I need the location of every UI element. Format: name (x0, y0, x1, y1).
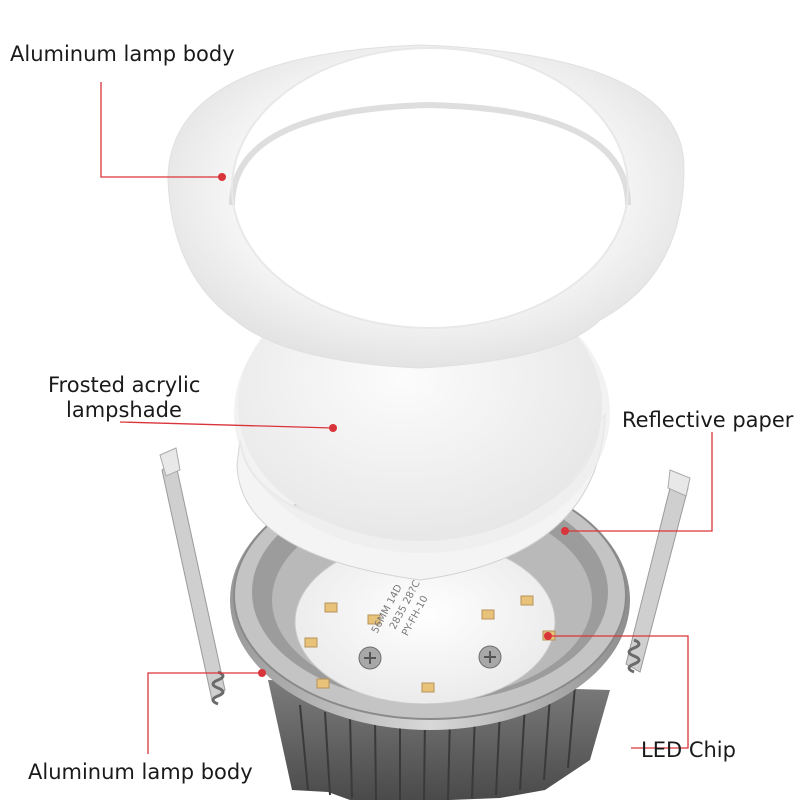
leader-line-reflective (565, 432, 713, 532)
leader-line-top-body (100, 82, 222, 178)
leader-line-lampshade (119, 421, 334, 429)
label-line: Frosted acrylic (48, 373, 201, 397)
spring-clip-left (159, 447, 226, 706)
led-chip (316, 678, 330, 689)
leader-dot-top-body (218, 173, 226, 181)
leader-line-bottom-body (147, 672, 262, 754)
leader-dot-reflective (561, 527, 569, 535)
led-chip (421, 682, 435, 693)
leader-lines (100, 82, 713, 754)
leader-dots (218, 173, 569, 677)
label-led-chip: LED Chip (641, 738, 736, 762)
label-aluminum-lamp-body-bottom: Aluminum lamp body (28, 760, 253, 784)
leader-dot-led (544, 632, 552, 640)
label-aluminum-lamp-body-top: Aluminum lamp body (10, 42, 235, 66)
led-chip (367, 614, 381, 625)
led-chip (324, 602, 338, 613)
label-line: lampshade (66, 398, 182, 422)
led-chip (481, 609, 495, 620)
led-pcb: 2835 28?C PY-FH-10 56MM 14D (294, 539, 556, 705)
spring-clip-right (625, 469, 691, 674)
top-lamp-body-ring (167, 44, 685, 369)
screw (478, 645, 502, 669)
led-chip (520, 595, 534, 606)
led-chip (304, 637, 318, 648)
leader-line-led (548, 635, 689, 749)
label-frosted-acrylic-lampshade: Frosted acrylic lampshade (48, 373, 200, 423)
leader-dot-bottom-body (258, 669, 266, 677)
screw (358, 646, 382, 670)
leader-dot-lampshade (329, 424, 337, 432)
label-reflective-paper: Reflective paper (622, 408, 794, 432)
